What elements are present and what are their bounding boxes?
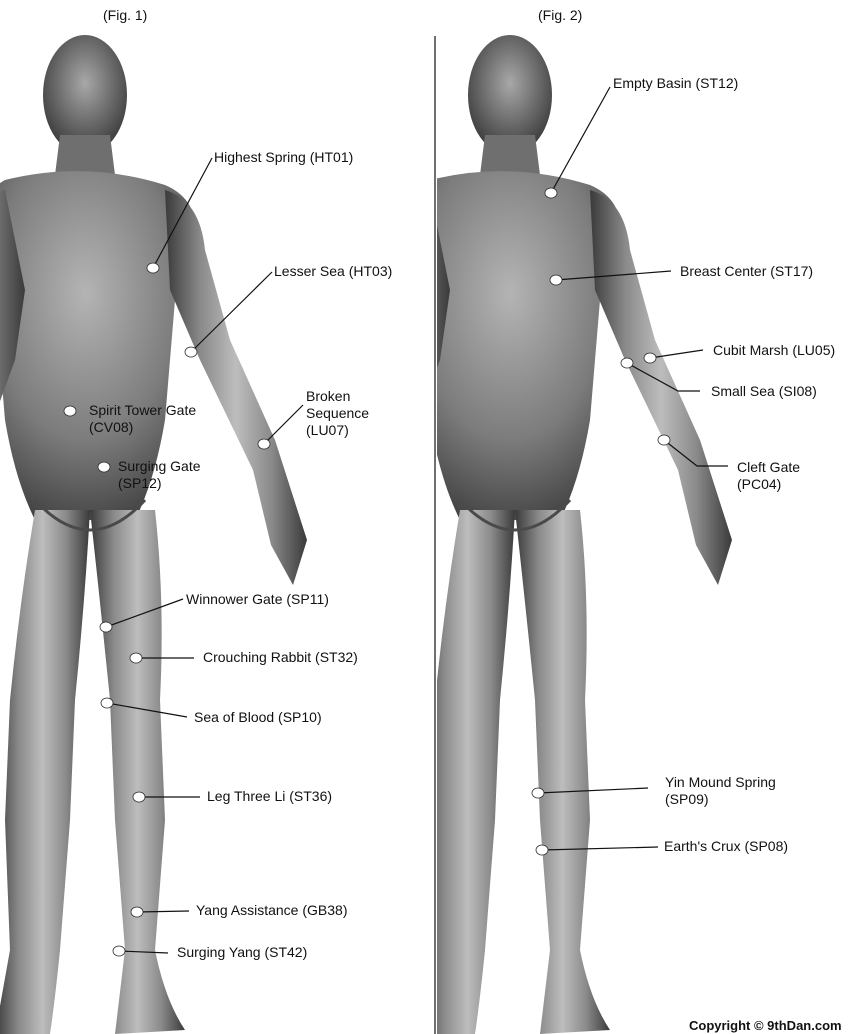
acupoint-marker [130,653,142,663]
acupoint-label-line: Small Sea (SI08) [711,383,817,399]
acupoint-marker [98,462,110,472]
acupoint-label-line: Lesser Sea (HT03) [274,263,392,279]
acupoint-label-line: Broken [306,388,350,404]
acupoint-label: Lesser Sea (HT03) [274,263,392,279]
acupoint-marker [101,698,113,708]
acupoint-label-line: Sequence [306,405,369,421]
acupoint-label-line: Crouching Rabbit (ST32) [203,649,358,665]
acupoint-marker [258,439,270,449]
acupoint-marker [147,263,159,273]
acupoint-label: Sea of Blood (SP10) [194,709,322,725]
figure-1-title: (Fig. 1) [103,7,147,23]
acupoint-label: Yang Assistance (GB38) [196,902,347,918]
acupoint-label-line: (SP09) [665,791,709,807]
acupoint-marker [545,188,557,198]
acupoint-label: Leg Three Li (ST36) [207,788,332,804]
acupoint-label-line: Cubit Marsh (LU05) [713,342,835,358]
figure-2-title: (Fig. 2) [538,7,582,23]
acupoint-label-line: Surging Yang (ST42) [177,944,307,960]
acupoint-marker [550,275,562,285]
acupoint-label-line: Yin Mound Spring [665,774,776,790]
acupoint-marker [532,788,544,798]
acupoint-label-line: Leg Three Li (ST36) [207,788,332,804]
acupoint-marker [113,946,125,956]
acupoint-label: Highest Spring (HT01) [214,149,353,165]
acupoint-label: Crouching Rabbit (ST32) [203,649,358,665]
acupoint-label-line: Empty Basin (ST12) [613,75,738,91]
acupoint-marker [644,353,656,363]
acupoint-label: Cubit Marsh (LU05) [713,342,835,358]
acupoint-label-line: Sea of Blood (SP10) [194,709,322,725]
acupoint-marker [185,347,197,357]
acupoint-marker [621,358,633,368]
acupoint-label-line: Cleft Gate [737,459,800,475]
acupoint-label-line: (CV08) [89,419,133,435]
acupoint-marker [536,845,548,855]
acupoint-label-line: (PC04) [737,476,781,492]
acupoint-marker [64,406,76,416]
acupoint-label-line: Winnower Gate (SP11) [186,591,329,607]
acupoint-label-line: Yang Assistance (GB38) [196,902,347,918]
acupoint-label: Earth's Crux (SP08) [664,838,788,854]
acupoint-label-line: Breast Center (ST17) [680,263,813,279]
acupoint-label-line: Earth's Crux (SP08) [664,838,788,854]
acupoint-marker [100,622,112,632]
copyright-text: Copyright © 9thDan.com [689,1018,842,1033]
acupoint-label: Small Sea (SI08) [711,383,817,399]
acupoint-label: Breast Center (ST17) [680,263,813,279]
acupoint-label: Winnower Gate (SP11) [186,591,329,607]
acupoint-marker [131,907,143,917]
acupoint-label: Empty Basin (ST12) [613,75,738,91]
acupoint-label-line: (SP12) [118,475,162,491]
acupoint-label: Surging Yang (ST42) [177,944,307,960]
acupoint-label-line: Highest Spring (HT01) [214,149,353,165]
acupoint-label-line: Surging Gate [118,458,201,474]
acupoint-marker [658,435,670,445]
acupoint-label-line: (LU07) [306,422,349,438]
acupoint-label-line: Spirit Tower Gate [89,402,196,418]
acupoint-marker [133,792,145,802]
